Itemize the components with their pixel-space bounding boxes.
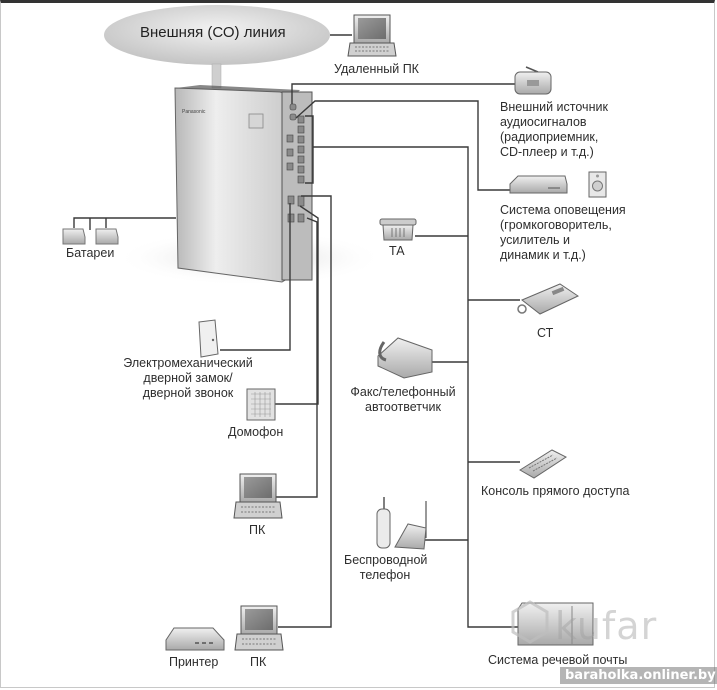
- speaker-icon: [588, 171, 607, 198]
- watermark-logo: kufar: [555, 604, 658, 648]
- dss-console-icon: [519, 449, 568, 479]
- pbx-led-window: [248, 113, 264, 129]
- line-audio-source: [291, 83, 515, 104]
- co-line-cloud: [104, 5, 330, 89]
- watermark-hexagon: [511, 600, 549, 644]
- pc-icon: [233, 473, 283, 519]
- port-bracket: [305, 115, 314, 184]
- remote-pc-label: Удаленный ПК: [334, 62, 419, 76]
- line-paging: [295, 100, 510, 191]
- connection-lines: [73, 34, 520, 628]
- dss-console-label: Консоль прямого доступа: [481, 484, 630, 498]
- remote-pc-icon: [347, 14, 397, 57]
- voice-mail-label: Система речевой почты: [488, 653, 628, 667]
- radio-icon: [514, 66, 552, 95]
- printer-label: Принтер: [169, 655, 219, 669]
- voice-mail-icon: [517, 602, 594, 646]
- co-line-label: Внешняя (СО) линия: [140, 24, 286, 41]
- pbx-ports: [286, 103, 305, 223]
- cordless-label: Беспроводной телефон: [344, 553, 428, 582]
- line-extension-bus: [313, 146, 518, 628]
- amplifier-icon: [509, 175, 568, 194]
- pbx-unit: Panasonic: [174, 85, 313, 283]
- brand-logo: Panasonic: [182, 109, 206, 115]
- printer-icon: [165, 627, 225, 651]
- batteries-icon: [62, 228, 119, 245]
- line-pc2: [278, 195, 332, 628]
- batteries-label: Батареи: [66, 246, 115, 260]
- fax-label: Факс/телефонный автоответчик: [350, 385, 456, 414]
- doorphone-label: Домофон: [228, 425, 284, 439]
- cordless-phone-icon: [376, 497, 427, 550]
- door-lock-label: Электромеханический дверной замок/ дверн…: [123, 356, 253, 400]
- line-doorphone: [275, 205, 319, 405]
- st-label: СТ: [537, 326, 554, 340]
- line-pc: [276, 217, 318, 498]
- pc2-label: ПК: [250, 655, 267, 669]
- fax-icon: [377, 337, 433, 379]
- pc2-icon: [234, 605, 284, 651]
- st-phone-icon: [517, 283, 580, 315]
- ta-phone-icon: [379, 218, 417, 241]
- pc-label: ПК: [249, 523, 266, 537]
- line-batteries: [73, 217, 176, 230]
- line-door-lock: [220, 203, 291, 351]
- door-lock-icon: [198, 319, 219, 358]
- watermark-site: baraholka.onliner.by: [560, 667, 717, 684]
- doorphone-icon: [246, 388, 276, 421]
- paging-label: Система оповещения (громкоговоритель, ус…: [500, 203, 626, 262]
- ta-label: ТА: [389, 244, 405, 258]
- audio-source-label: Внешний источник аудиосигналов (радиопри…: [500, 100, 608, 159]
